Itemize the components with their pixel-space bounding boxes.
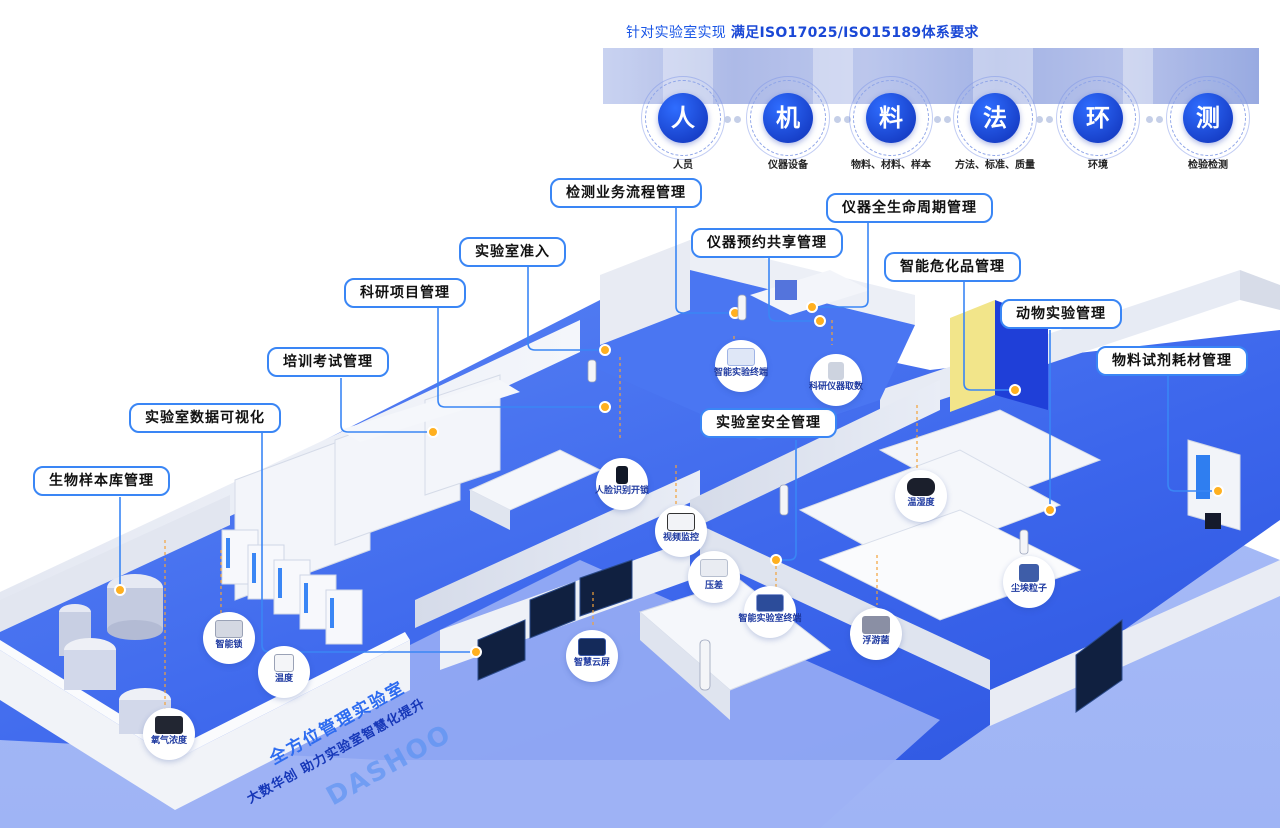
header-title-prefix: 针对实验室实现: [626, 25, 731, 41]
device-cloud-screen[interactable]: 智慧云屏: [566, 630, 618, 682]
wall-biobank-front-top: [0, 632, 410, 760]
wall-center-3: [700, 525, 990, 690]
top-room-bench: [750, 270, 870, 315]
pillar-caption: 物料、材料、样本: [851, 160, 931, 171]
device-temp-humidity[interactable]: 温湿度: [895, 470, 947, 522]
top-cabinets: [600, 240, 690, 345]
terminal-screen-icon: [756, 594, 784, 612]
device-temperature[interactable]: 温度: [258, 646, 310, 698]
module-testing-workflow[interactable]: 检测业务流程管理: [550, 178, 702, 208]
building-floor: [0, 300, 1280, 760]
wall-center-2: [690, 380, 940, 530]
thermo-hygrometer-icon: [907, 478, 935, 496]
pillar-separator-dots: [934, 108, 956, 123]
pillar-testing: 测 检验检测: [1166, 76, 1250, 171]
device-airborne-bacteria[interactable]: 浮游菌: [850, 608, 902, 660]
pillar-separator-dots: [834, 108, 856, 123]
top-room-instrument: [775, 280, 797, 300]
device-smart-terminal-top[interactable]: 智能实验终端: [714, 340, 768, 392]
module-training-exam[interactable]: 培训考试管理: [267, 347, 389, 377]
pillar-separator-dots: [1036, 108, 1058, 123]
front-console-side: [640, 612, 730, 720]
material-pillar-icon: 料: [866, 93, 916, 143]
method-pillar-icon: 法: [970, 93, 1020, 143]
display-screens: [477, 559, 1123, 713]
connector-markers: [114, 301, 1224, 658]
camera-icon: [667, 513, 695, 531]
yellow-cabinet: [950, 300, 995, 412]
air-sampler-icon: [862, 616, 890, 634]
pillar-environment: 环 环境: [1056, 76, 1140, 171]
device-smart-lock[interactable]: 智能锁: [203, 612, 255, 664]
module-biobank[interactable]: 生物样本库管理: [33, 466, 170, 496]
wall-center-1: [415, 470, 700, 628]
device-smart-lab-terminal[interactable]: 智能实验室终端: [738, 586, 802, 638]
device-instrument-data[interactable]: 科研仪器取数: [809, 354, 863, 406]
device-video-monitor[interactable]: 视频监控: [655, 505, 707, 557]
gateway-icon: [828, 362, 844, 380]
wall-biobank-left: [0, 495, 230, 632]
particle-counter-icon: [1019, 564, 1039, 582]
wall-biobank-front: [0, 640, 410, 810]
pillar-caption: 检验检测: [1188, 160, 1228, 171]
module-lab-access[interactable]: 实验室准入: [459, 237, 566, 267]
training-desk: [340, 380, 520, 442]
pillar-person: 人 人员: [641, 76, 725, 171]
pillar-caption: 人员: [673, 160, 693, 171]
nitrogen-tanks: [59, 574, 171, 734]
device-face-unlock[interactable]: 人脸识别开锁: [595, 458, 649, 510]
pillar-separator-dots: [1146, 108, 1168, 123]
wall-right-side: [1240, 270, 1280, 310]
module-data-visualization[interactable]: 实验室数据可视化: [129, 403, 281, 433]
reagent-cabinet-door: [1196, 455, 1210, 499]
device-pressure-diff[interactable]: 压差: [688, 551, 740, 603]
module-research-project[interactable]: 科研项目管理: [344, 278, 466, 308]
module-hazardous-chemicals[interactable]: 智能危化品管理: [884, 252, 1021, 282]
lock-icon: [215, 620, 243, 638]
cloud-screen-icon: [578, 638, 606, 656]
module-animal-experiment[interactable]: 动物实验管理: [1000, 299, 1122, 329]
environment-pillar-icon: 环: [1073, 93, 1123, 143]
pillar-caption: 方法、标准、质量: [955, 160, 1035, 171]
module-instrument-lifecycle[interactable]: 仪器全生命周期管理: [826, 193, 993, 223]
device-oxygen[interactable]: 氧气浓度: [143, 708, 195, 760]
pillar-material: 料 物料、材料、样本: [849, 76, 933, 171]
thermometer-icon: [274, 654, 294, 672]
staff-figures: [587, 294, 1029, 691]
tablet-icon: [727, 348, 755, 366]
pillar-caption: 环境: [1088, 160, 1108, 171]
module-lab-safety[interactable]: 实验室安全管理: [700, 408, 837, 438]
pillar-separator-dots: [724, 108, 746, 123]
reagent-cabinet-base: [1205, 513, 1221, 529]
training-table-side: [470, 490, 510, 530]
oxygen-sensor-icon: [155, 716, 183, 734]
device-dust-particles[interactable]: 尘埃粒子: [1003, 556, 1055, 608]
header-title-emphasis: 满足ISO17025/ISO15189体系要求: [730, 25, 979, 41]
machine-pillar-icon: 机: [763, 93, 813, 143]
pillar-machine: 机 仪器设备: [746, 76, 830, 171]
front-plaza: [180, 560, 940, 828]
face-terminal-icon: [616, 466, 628, 484]
pressure-sensor-icon: [700, 559, 728, 577]
header-title: 针对实验室实现 满足ISO17025/ISO15189体系要求: [626, 22, 979, 42]
pillar-method: 法 方法、标准、质量: [953, 76, 1037, 171]
wall-right-front: [990, 560, 1280, 726]
module-reagent-consumables[interactable]: 物料试剂耗材管理: [1096, 346, 1248, 376]
module-instrument-booking[interactable]: 仪器预约共享管理: [691, 228, 843, 258]
pillar-caption: 仪器设备: [768, 160, 808, 171]
freezer-stripes: [226, 538, 334, 628]
person-pillar-icon: 人: [658, 93, 708, 143]
testing-pillar-icon: 测: [1183, 93, 1233, 143]
